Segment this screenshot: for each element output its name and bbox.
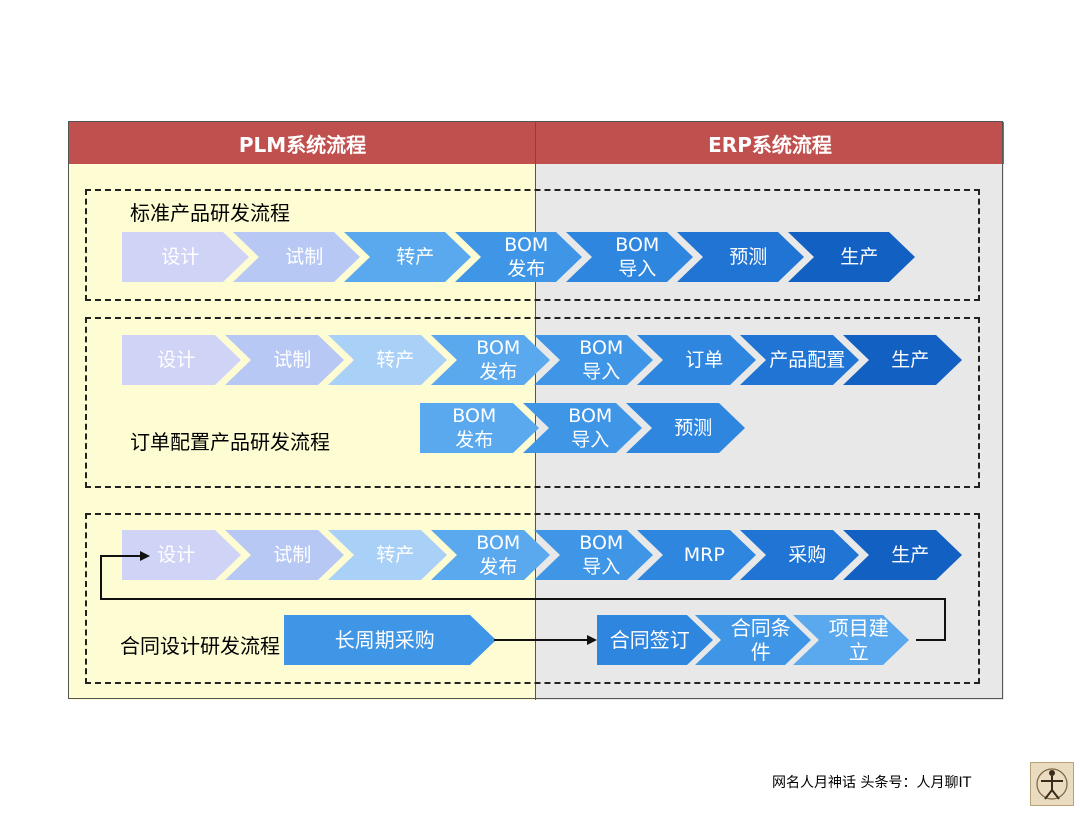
contract-step-7-label: 生产 <box>891 544 930 566</box>
order-step-4 <box>534 335 653 385</box>
standard-step-6-shape <box>788 232 915 282</box>
order-step-1-label: 试制 <box>273 349 312 371</box>
standard-step-0-shape <box>122 232 249 282</box>
standard-step-1-shape <box>233 232 360 282</box>
standard-step-3-label: BOM 发布 <box>504 234 549 280</box>
order-sub-step-1-label: BOM 导入 <box>568 405 613 451</box>
avatar-logo-icon <box>1030 762 1074 806</box>
order-step-2 <box>328 335 447 385</box>
erp-header: ERP系统流程 <box>536 122 1004 164</box>
plm-header: PLM系统流程 <box>69 122 536 164</box>
standard-step-6 <box>788 232 915 282</box>
contract-flow-title: 合同设计研发流程 <box>120 634 280 658</box>
standard-step-4 <box>566 232 693 282</box>
order-step-5 <box>637 335 756 385</box>
standard-flow-box <box>85 189 980 301</box>
contract-step-6-label: 采购 <box>788 544 827 566</box>
standard-step-5-shape <box>677 232 804 282</box>
order-step-0-shape <box>122 335 241 385</box>
standard-step-4-shape <box>566 232 693 282</box>
standard-step-3-shape <box>455 232 582 282</box>
order-step-3-shape <box>431 335 550 385</box>
order-step-2-label: 转产 <box>376 349 415 371</box>
order-flow-title: 订单配置产品研发流程 <box>130 430 330 454</box>
order-step-3-label: BOM 发布 <box>476 337 521 383</box>
order-step-3 <box>431 335 550 385</box>
order-sub-step-0 <box>420 403 539 453</box>
standard-step-5-label: 预测 <box>729 246 768 268</box>
order-flow-box <box>85 317 980 488</box>
contract-flow-box <box>85 513 980 684</box>
order-step-4-label: BOM 导入 <box>579 337 624 383</box>
contract-step-3-label: BOM 发布 <box>476 532 521 578</box>
order-step-5-label: 订单 <box>685 349 724 371</box>
order-step-7-label: 生产 <box>891 349 930 371</box>
order-sub-step-0-shape <box>420 403 539 453</box>
order-step-6-label: 产品配置 <box>769 349 846 371</box>
order-sub-step-1-shape <box>523 403 642 453</box>
standard-step-3 <box>455 232 582 282</box>
standard-flow-title: 标准产品研发流程 <box>130 201 290 225</box>
contract-step-4-label: BOM 导入 <box>579 532 624 578</box>
order-step-2-shape <box>328 335 447 385</box>
order-step-5-shape <box>637 335 756 385</box>
standard-step-1-label: 试制 <box>285 246 324 268</box>
standard-step-0-label: 设计 <box>161 246 200 268</box>
project-step-1-label: 合同条件 <box>730 616 791 664</box>
order-sub-step-1 <box>523 403 642 453</box>
order-step-6-shape <box>740 335 859 385</box>
standard-step-4-label: BOM 导入 <box>615 234 660 280</box>
contract-step-2-label: 转产 <box>376 544 415 566</box>
standard-step-0 <box>122 232 249 282</box>
order-step-0-label: 设计 <box>157 349 196 371</box>
standard-step-2-label: 转产 <box>396 246 435 268</box>
order-step-0 <box>122 335 241 385</box>
project-step-0-label: 合同签订 <box>609 628 690 652</box>
standard-step-6-label: 生产 <box>840 246 879 268</box>
project-step-2-label: 项目建立 <box>828 616 889 664</box>
order-step-1 <box>225 335 344 385</box>
footer-text: 网名人月神话 头条号：人月聊IT <box>772 775 972 791</box>
contract-step-5-label: MRP <box>683 544 725 566</box>
order-step-1-shape <box>225 335 344 385</box>
standard-step-2 <box>344 232 471 282</box>
order-step-7-shape <box>843 335 962 385</box>
long-cycle-step-label: 长周期采购 <box>334 628 435 652</box>
standard-step-2-shape <box>344 232 471 282</box>
order-sub-step-2-label: 预测 <box>674 417 713 439</box>
contract-step-0-label: 设计 <box>157 544 196 566</box>
order-sub-step-2 <box>626 403 745 453</box>
standard-step-1 <box>233 232 360 282</box>
order-step-6 <box>740 335 859 385</box>
contract-step-1-label: 试制 <box>273 544 312 566</box>
order-sub-step-0-label: BOM 发布 <box>452 405 497 451</box>
order-step-4-shape <box>534 335 653 385</box>
order-sub-step-2-shape <box>626 403 745 453</box>
standard-step-5 <box>677 232 804 282</box>
order-step-7 <box>843 335 962 385</box>
